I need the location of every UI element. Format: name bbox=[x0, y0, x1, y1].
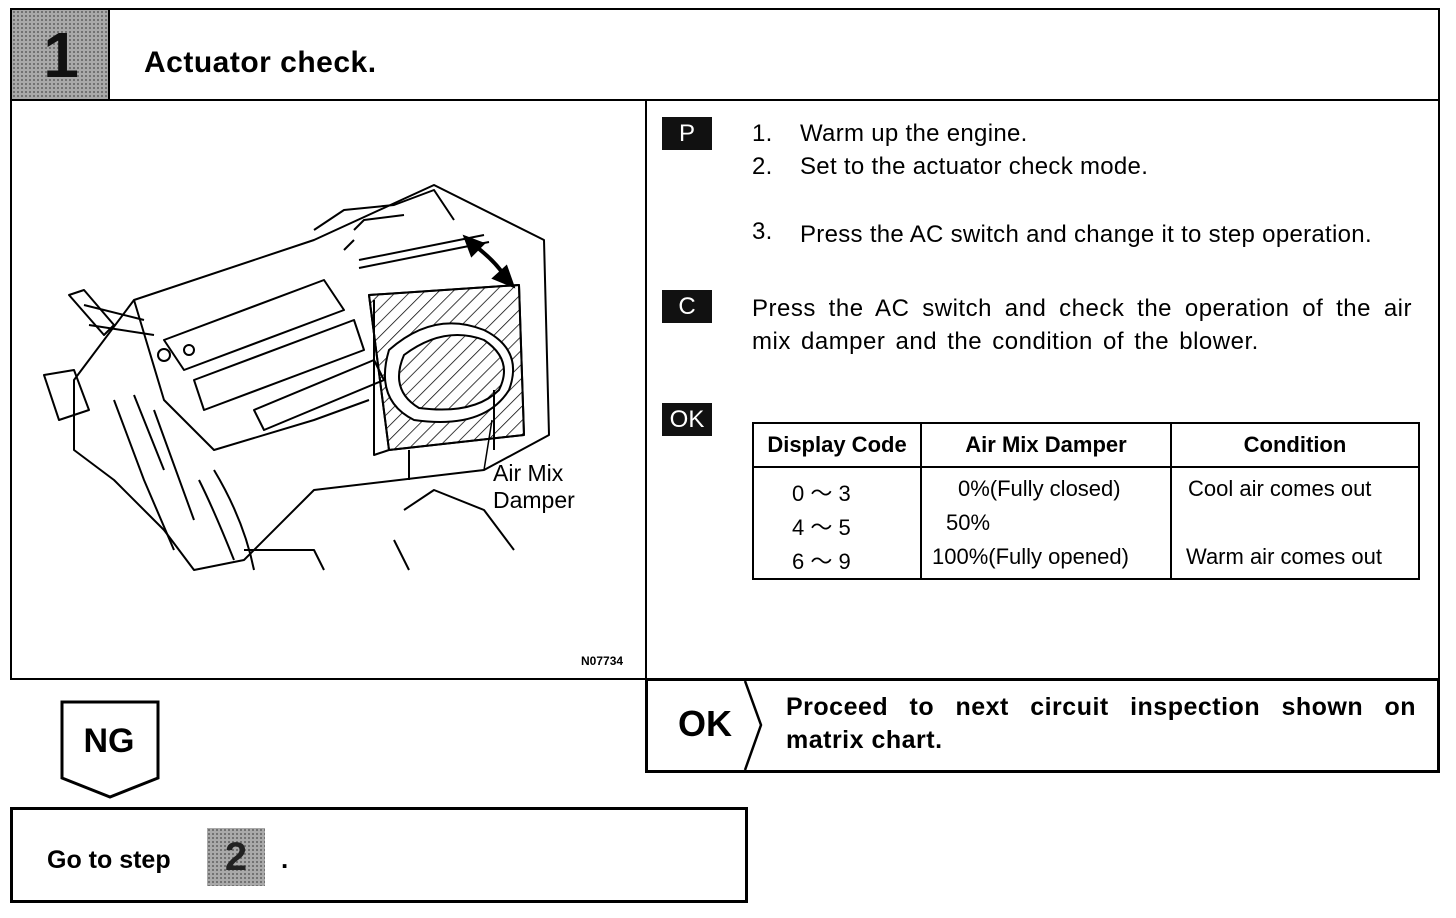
table-row: 0 ～ 3 0%(Fully closed) Cool air comes ou… bbox=[754, 476, 1418, 512]
ng-result-box: Go to step 2 . bbox=[10, 807, 748, 903]
ok-result-text: Proceed to next circuit inspection shown… bbox=[786, 693, 1416, 754]
condition-cell: Cool air comes out bbox=[1188, 476, 1372, 501]
step-index: 2. bbox=[752, 153, 773, 180]
step-number-badge: 1 bbox=[12, 10, 110, 99]
table-row: 4 ～ 5 50% bbox=[754, 510, 1418, 546]
step-text: Warm up the engine. bbox=[800, 120, 1028, 147]
chevron-right-icon bbox=[743, 681, 763, 770]
table-row: 6 ～ 9 100%(Fully opened) Warm air comes … bbox=[754, 544, 1418, 580]
result-table: Display Code Air Mix Damper Condition 0 … bbox=[752, 422, 1420, 580]
goto-step-number: 2 bbox=[224, 834, 248, 879]
step-text: Press the AC switch and change it to ste… bbox=[800, 221, 1372, 248]
table-divider bbox=[920, 424, 922, 578]
check-tag: C bbox=[662, 290, 712, 323]
damper-cell: 100%(Fully opened) bbox=[932, 544, 1129, 569]
step-text: Set to the actuator check mode. bbox=[800, 153, 1149, 180]
condition-cell: Warm air comes out bbox=[1186, 544, 1383, 569]
page-title: Actuator check. bbox=[144, 46, 377, 79]
goto-step-link[interactable]: 2 bbox=[207, 828, 265, 886]
panel-divider bbox=[645, 99, 647, 773]
ng-result-label: NG bbox=[83, 722, 135, 760]
step-header: 1 Actuator check. bbox=[10, 8, 1440, 101]
table-header-cell: Condition bbox=[1172, 424, 1418, 468]
ng-arrow-shape bbox=[60, 700, 160, 799]
damper-cell: 50% bbox=[946, 510, 991, 535]
figure-code: N07734 bbox=[581, 654, 624, 668]
ok-tag: OK bbox=[662, 403, 712, 436]
goto-text: Go to step bbox=[47, 846, 171, 874]
step-index: 1. bbox=[752, 120, 773, 147]
damper-cell: 0%(Fully closed) bbox=[958, 476, 1121, 501]
goto-period: . bbox=[281, 844, 289, 874]
table-divider bbox=[1170, 424, 1172, 578]
display-code-cell: 4 ～ 5 bbox=[792, 515, 851, 540]
step-number: 1 bbox=[43, 18, 79, 91]
heater-unit-illustration bbox=[43, 184, 550, 571]
check-instructions: Press the AC switch and check the operat… bbox=[752, 295, 1412, 355]
step-index: 3. bbox=[752, 218, 773, 245]
figure-callout-label: Air Mix Damper bbox=[493, 460, 575, 513]
ok-result-label: OK bbox=[678, 703, 732, 744]
ok-result-box: OK Proceed to next circuit inspection sh… bbox=[645, 678, 1440, 773]
display-code-cell: 0 ～ 3 bbox=[792, 481, 851, 506]
display-code-cell: 6 ～ 9 bbox=[792, 549, 851, 574]
preparation-tag: P bbox=[662, 117, 712, 150]
table-header-cell: Air Mix Damper bbox=[922, 424, 1170, 468]
table-header-cell: Display Code bbox=[754, 424, 920, 468]
